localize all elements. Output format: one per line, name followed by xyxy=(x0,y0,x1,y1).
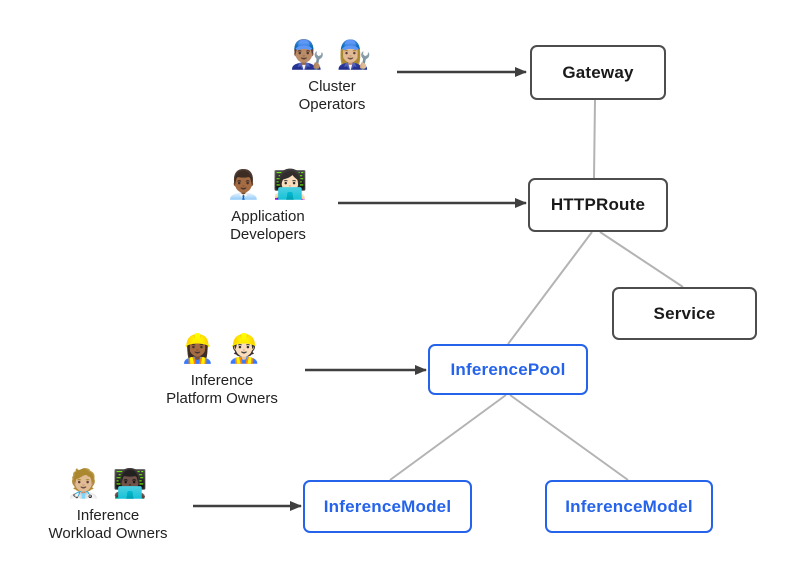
persona-label-application-developers: Application Developers xyxy=(230,208,306,243)
node-httproute: HTTPRoute xyxy=(528,178,668,232)
workload-owner-emoji-icon: 🧑🏼‍⚕️ 👨🏿‍💻 xyxy=(66,468,150,499)
persona-label-cluster-operators: Cluster Operators xyxy=(298,78,366,113)
node-inferencemodel-1-label: InferenceModel xyxy=(323,496,452,516)
node-gateway: Gateway xyxy=(530,45,666,100)
persona-inference-workload-owners: 🧑🏼‍⚕️ 👨🏿‍💻 Inference Workload Owners xyxy=(18,465,198,543)
persona-cluster-operators: 👨🏽‍🔧 👩🏼‍🔧 Cluster Operators xyxy=(252,36,412,114)
construction-worker-emoji-icon: 👷🏾‍♀️ 👷🏻 xyxy=(180,333,264,364)
node-inferencemodel-1: InferenceModel xyxy=(303,480,472,533)
edge-inferencepool-inferencemodel-1 xyxy=(389,394,507,481)
persona-application-developers: 👨🏾‍💼 👩🏻‍💻 Application Developers xyxy=(188,166,348,244)
edge-inferencepool-inferencemodel-2 xyxy=(509,394,629,481)
node-inferencemodel-2-label: InferenceModel xyxy=(565,496,693,516)
edge-httproute-inferencepool xyxy=(507,231,593,345)
node-service-label: Service xyxy=(653,303,716,323)
node-gateway-label: Gateway xyxy=(562,62,634,82)
node-inferencemodel-2: InferenceModel xyxy=(545,480,713,533)
edge-gateway-httproute xyxy=(593,99,596,179)
node-inferencepool: InferencePool xyxy=(428,344,588,395)
persona-label-inference-platform-owners: Inference Platform Owners xyxy=(166,372,278,407)
developer-emoji-icon: 👨🏾‍💼 👩🏻‍💻 xyxy=(226,169,310,200)
node-httproute-label: HTTPRoute xyxy=(550,195,646,214)
node-service: Service xyxy=(612,287,757,340)
node-inferencepool-label: InferencePool xyxy=(450,359,566,379)
persona-inference-platform-owners: 👷🏾‍♀️ 👷🏻 Inference Platform Owners xyxy=(132,330,312,408)
edge-httproute-service xyxy=(599,231,684,288)
persona-label-inference-workload-owners: Inference Workload Owners xyxy=(48,507,168,542)
mechanic-emoji-icon: 👨🏽‍🔧 👩🏼‍🔧 xyxy=(290,39,374,70)
